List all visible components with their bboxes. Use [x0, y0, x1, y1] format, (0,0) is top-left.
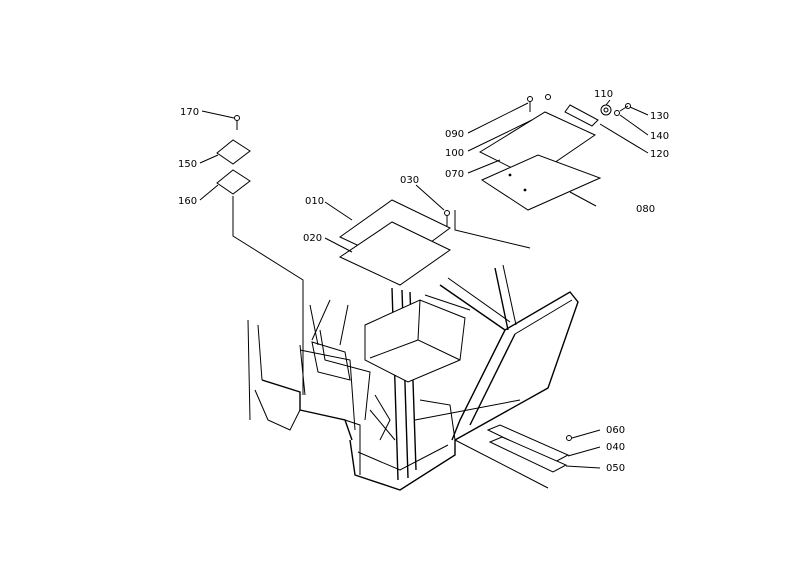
screw-170[interactable] [234, 115, 240, 131]
label-140: 140 [650, 131, 669, 142]
label-120: 120 [650, 149, 669, 160]
floor-mat-050[interactable] [488, 436, 568, 473]
label-030: 030 [400, 175, 419, 186]
collar-120[interactable] [564, 104, 599, 127]
label-090: 090 [445, 129, 464, 140]
access-cover-150[interactable] [216, 139, 251, 165]
bolt-090[interactable] [527, 94, 551, 113]
access-cover-160[interactable] [216, 169, 251, 195]
bolt-130[interactable] [619, 103, 631, 112]
label-010: 010 [305, 196, 324, 207]
rear-cover-bracket[interactable] [480, 154, 602, 211]
label-020: 020 [303, 233, 322, 244]
leader-lines [199, 99, 649, 469]
label-130: 130 [650, 111, 669, 122]
label-080: 080 [636, 204, 655, 215]
seat-lid-gasket[interactable] [338, 221, 451, 286]
label-050: 050 [606, 463, 625, 474]
label-170: 170 [180, 107, 199, 118]
leader-covers [232, 196, 304, 395]
seat-box-frame [247, 264, 579, 491]
leader-010-020 [454, 210, 531, 249]
bolt-030[interactable] [444, 210, 450, 227]
label-040: 040 [606, 442, 625, 453]
nut-140[interactable] [614, 110, 620, 116]
washer-110[interactable] [600, 104, 612, 116]
part-labels: 170 150 160 010 020 030 090 100 070 110 … [178, 89, 669, 474]
label-160: 160 [178, 196, 197, 207]
label-060: 060 [606, 425, 625, 436]
label-070: 070 [445, 169, 464, 180]
label-150: 150 [178, 159, 197, 170]
label-110: 110 [594, 89, 613, 100]
label-100: 100 [445, 148, 464, 159]
screw-060[interactable] [566, 435, 572, 441]
